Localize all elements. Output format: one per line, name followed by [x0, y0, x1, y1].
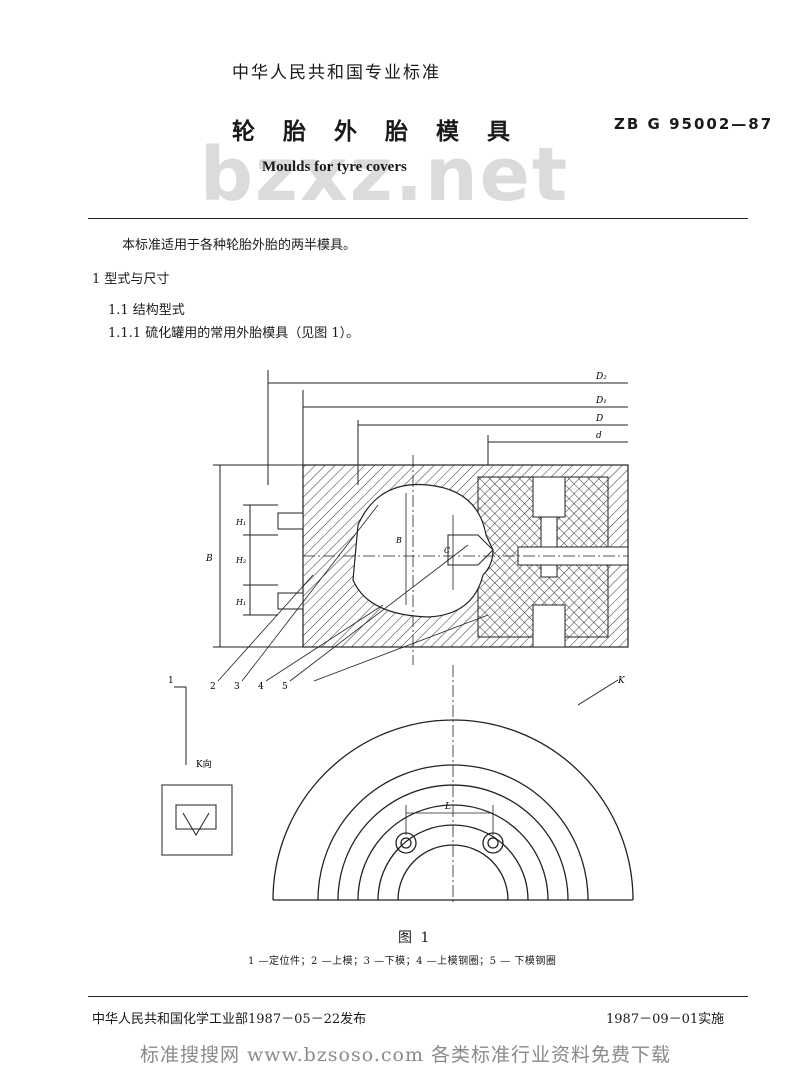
k-arrow-label: K [617, 676, 626, 686]
dim-h2-label: H₂ [235, 556, 246, 565]
section-1-heading: 1 型式与尺寸 [92, 272, 170, 287]
k-view-label: K向 [196, 758, 212, 770]
dim-h1-bottom-label: H₁ [235, 598, 246, 607]
dim-h1-top-label: H₁ [235, 518, 246, 527]
standard-number: ZB G 95002—87 [614, 115, 774, 133]
k-view-detail [161, 686, 233, 856]
dim-small-d-label: d [596, 431, 602, 441]
document-title-english: Moulds for tyre covers [262, 159, 407, 175]
dim-b-label: B [205, 554, 213, 564]
figure-1-drawing: D₂ D₁ D d B C B H₁ H₂ H₁ [161, 370, 634, 905]
implementation-date: 1987－09－01实施 [606, 1012, 725, 1027]
section-1-1-1-text: 1.1.1 硫化罐用的常用外胎模具（见图 1）。 [108, 326, 360, 341]
header-divider [88, 218, 748, 219]
dim-c-label: C [444, 546, 450, 555]
callout-3: 3 [234, 682, 240, 692]
callout-2: 2 [210, 682, 216, 692]
publication-info: 中华人民共和国化学工业部1987－05－22发布 [92, 1012, 367, 1027]
issuing-body-header: 中华人民共和国专业标准 [232, 63, 441, 83]
scope-paragraph: 本标准适用于各种轮胎外胎的两半模具。 [122, 238, 357, 253]
mould-cross-section [277, 455, 629, 665]
document-title-chinese: 轮 胎 外 胎 模 具 [232, 118, 521, 145]
dim-d2-label: D₂ [595, 372, 607, 382]
figure-legend: 1 —定位件；2 —上模；3 —下模；4 —上模钢圈；5 — 下模钢圈 [248, 956, 557, 967]
site-watermark-logo: bzxz.net [200, 132, 570, 218]
callout-5: 5 [282, 682, 288, 692]
dim-l-label: L [444, 802, 451, 812]
callout-1: 1 [168, 676, 174, 686]
callout-4: 4 [258, 682, 264, 692]
footer-site-watermark: 标准搜搜网 www.bzsoso.com 各类标准行业资料免费下载 [140, 1044, 672, 1066]
figure-caption: 图 1 [398, 930, 432, 946]
footer-divider [88, 996, 748, 997]
mould-plan-view [272, 665, 634, 905]
dim-d1-label: D₁ [595, 396, 607, 406]
dim-d-label: D [595, 414, 603, 424]
section-1-1-heading: 1.1 结构型式 [108, 303, 185, 318]
dim-b-inner-label: B [395, 536, 402, 545]
